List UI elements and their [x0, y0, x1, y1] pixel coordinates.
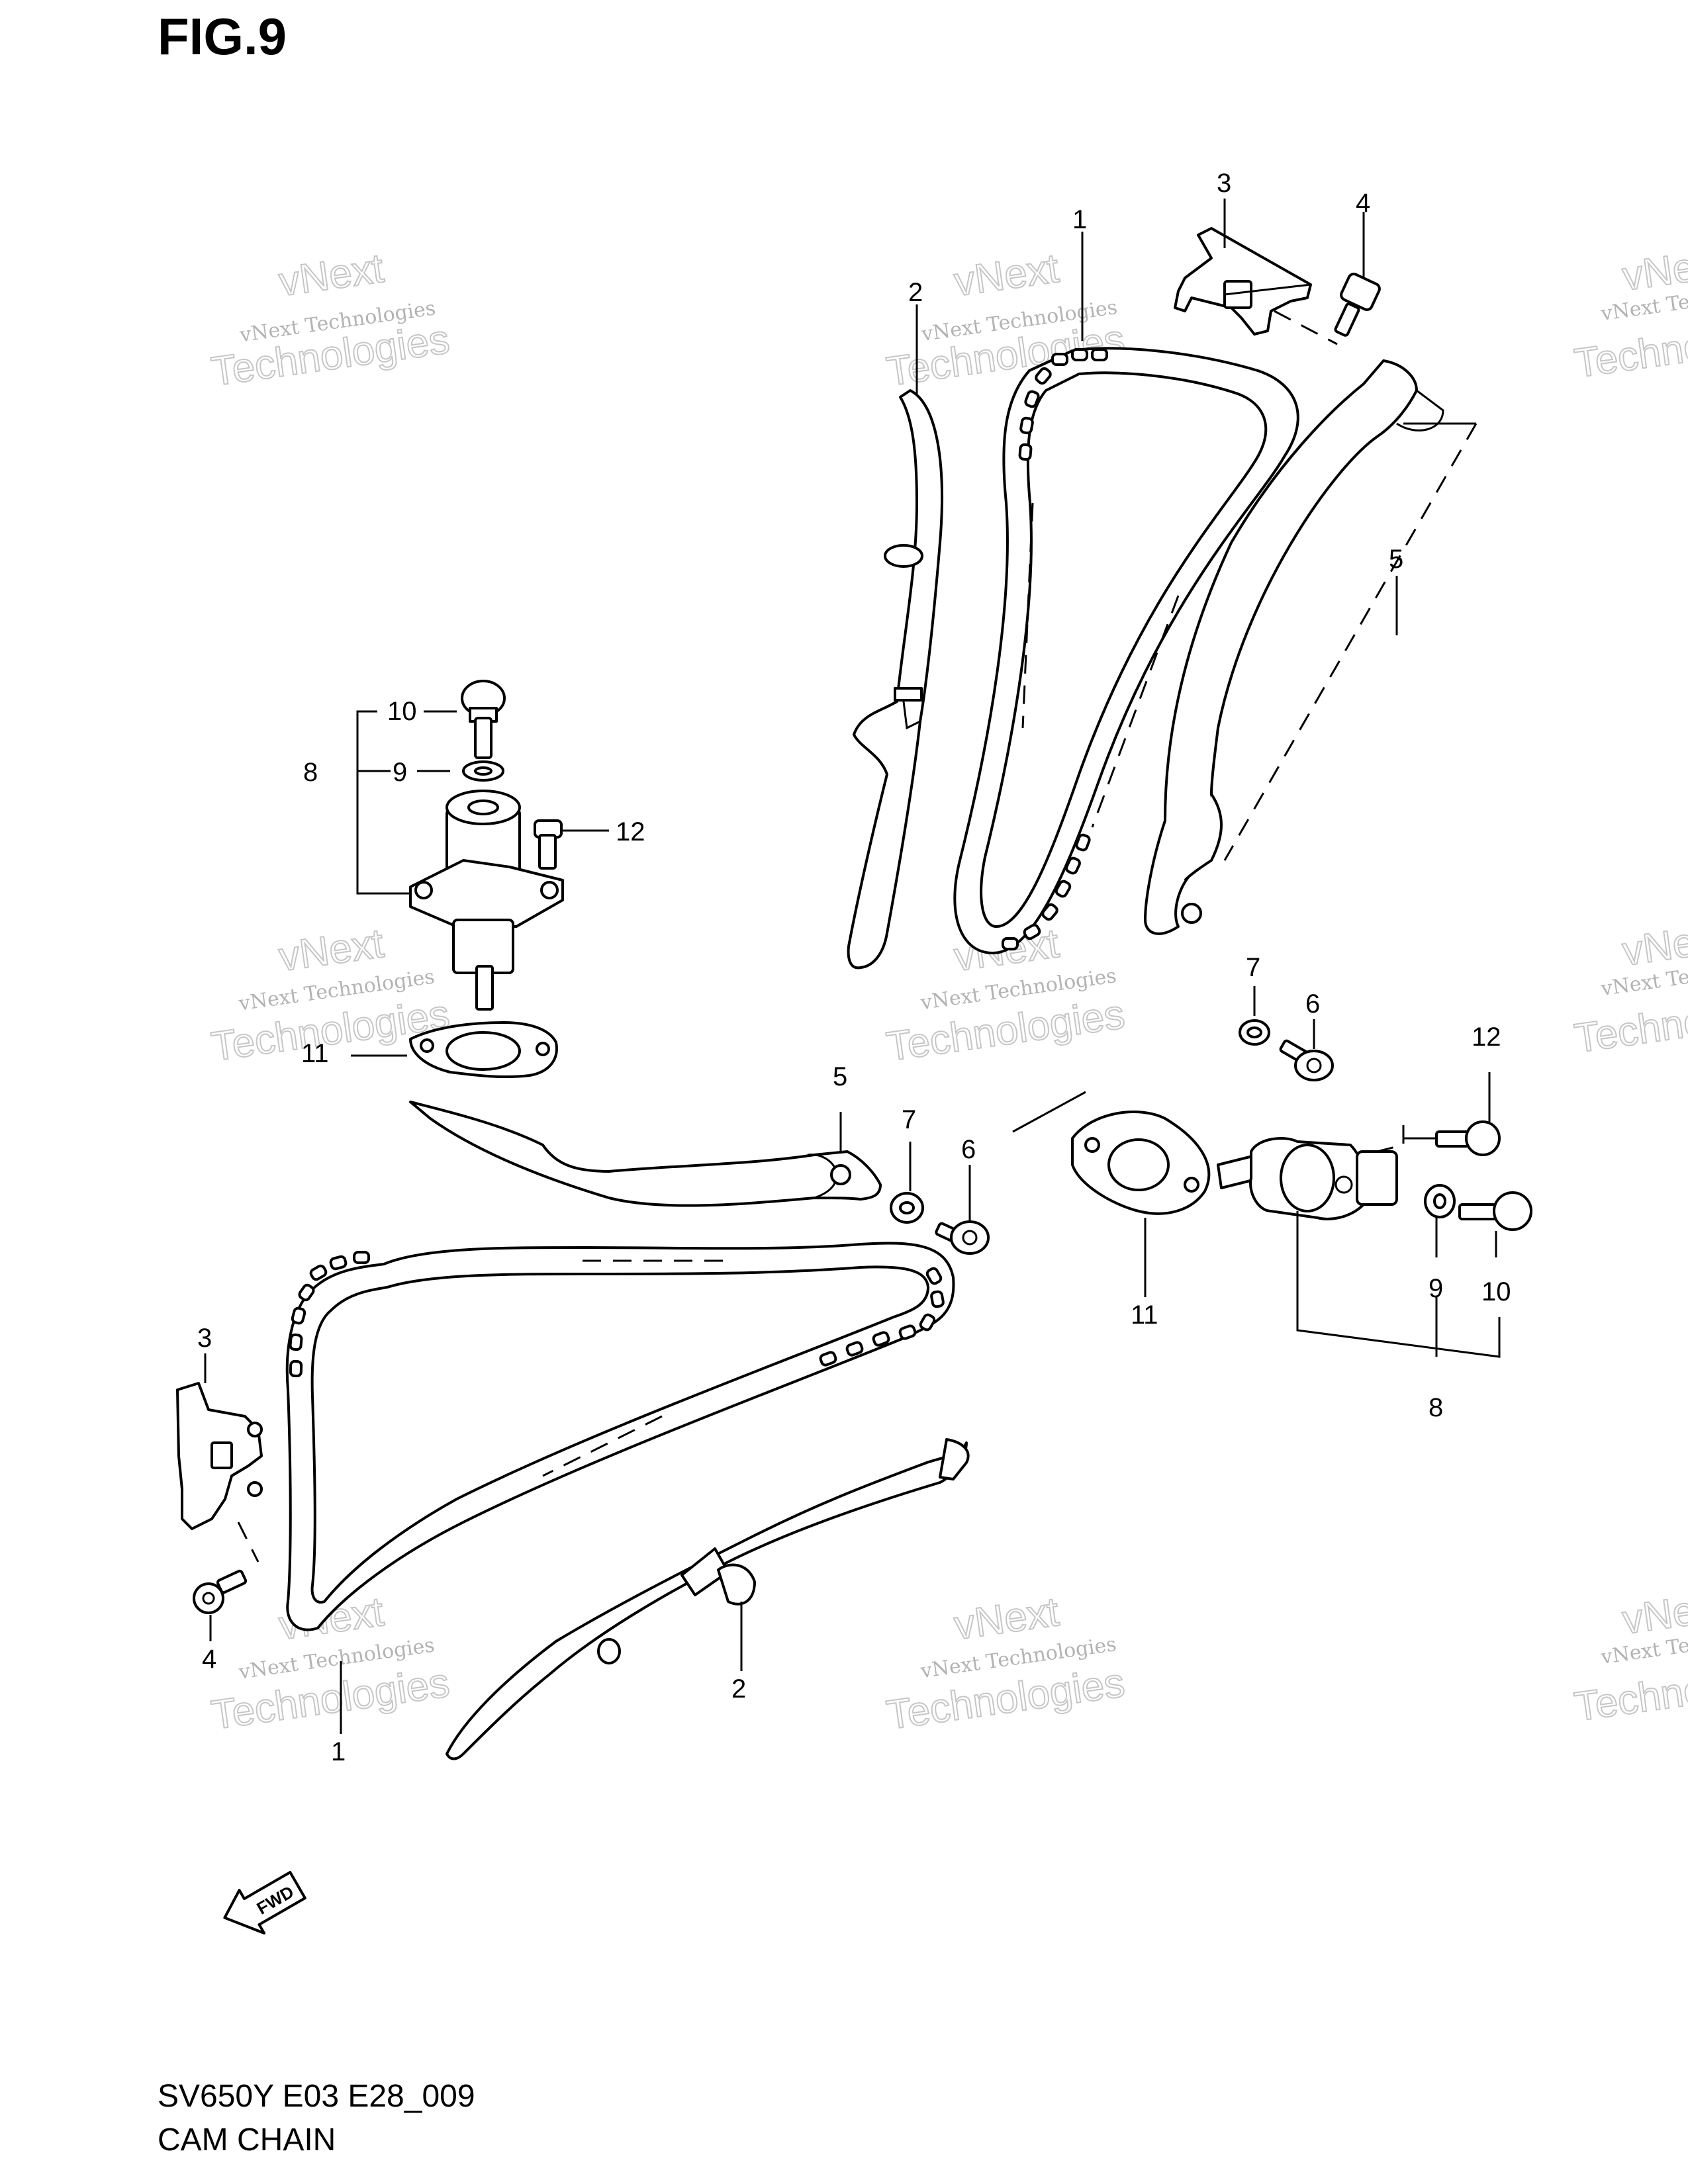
svg-text:vNext: vNext: [276, 246, 387, 305]
bolt-6-mid: [935, 1165, 990, 1255]
cam-chain-upper: [953, 347, 1299, 954]
svg-text:vNext: vNext: [1620, 915, 1688, 974]
washer-9-right: [1424, 1184, 1456, 1257]
callout-12-left: 12: [616, 817, 645, 846]
callout-10-left: 10: [387, 697, 417, 726]
chain-links-top: [1002, 348, 1108, 950]
watermark-bottom-center: vNext Technologies vNext Technologies: [883, 1588, 1128, 1739]
cam-chain-tensioner-right: [1217, 1125, 1443, 1220]
callout-1-bottom: 1: [331, 1737, 346, 1766]
tensioner-lever-right: [1144, 359, 1477, 935]
callout-5-right: 5: [1389, 545, 1403, 574]
bolt-6-right: [1279, 1039, 1334, 1081]
section-name: CAM CHAIN: [158, 2122, 336, 2158]
gasket-right: [1012, 1091, 1211, 1215]
callout-3-bottom: 3: [197, 1324, 212, 1353]
callout-2-bottom: 2: [731, 1674, 746, 1704]
callout-8-right: 8: [1429, 1393, 1443, 1422]
chain-guide-bracket-lower: [176, 1353, 263, 1563]
callout-4-bottom: 4: [202, 1645, 216, 1674]
tensioner-lever-mid: [409, 1101, 882, 1207]
callout-3-top: 3: [1217, 169, 1231, 198]
leader-8-right-bracket: [1296, 1211, 1501, 1358]
cam-chain-guide-lower: [445, 1438, 970, 1760]
callout-1-top: 1: [1072, 205, 1087, 234]
svg-text:vNext: vNext: [951, 1589, 1062, 1649]
callout-11-right: 11: [1131, 1300, 1158, 1330]
chain-links-bottom: [289, 1251, 945, 1378]
bolt-10-right: [1458, 1191, 1532, 1257]
callout-4-top: 4: [1356, 189, 1370, 218]
model-code: SV650Y E03 E28_009: [158, 2079, 475, 2114]
callout-8-left: 8: [303, 758, 318, 787]
watermark-top-left: vNext Technologies vNext Technologies: [208, 245, 453, 396]
svg-text:vNext: vNext: [1620, 240, 1688, 299]
cam-chain-lower: [285, 1242, 955, 1631]
cam-chain-tensioner-left: [409, 790, 564, 1011]
callout-9-right: 9: [1429, 1274, 1443, 1303]
cam-chain-guide-upper: [847, 389, 943, 970]
gasket-left: [351, 1021, 558, 1079]
leader-bracket-8-left: [356, 710, 457, 895]
bolt-lower: [193, 1569, 248, 1641]
callout-5-mid: 5: [833, 1062, 847, 1091]
bolt-12-left: [534, 819, 609, 870]
bolt-upper: [1274, 273, 1381, 345]
callout-9-left: 9: [393, 758, 407, 787]
washer-9-left: [462, 760, 504, 782]
bolt-12-right: [1435, 1072, 1501, 1156]
bolt-10-left: [461, 680, 506, 759]
chain-guide-bracket-upper: [1174, 227, 1312, 336]
fwd-direction-badge: FWD: [223, 1871, 306, 1934]
watermark-mid-right: vNext Technologies vNext Technologies: [1571, 914, 1688, 1062]
svg-text:vNext: vNext: [276, 921, 387, 980]
washer-7-mid: [890, 1142, 924, 1224]
callout-10-right: 10: [1481, 1277, 1511, 1306]
callout-6-mid: 6: [961, 1135, 976, 1164]
callout-2-top: 2: [908, 278, 923, 307]
washer-right: [1239, 1019, 1270, 1046]
figure-title: FIG.9: [158, 7, 287, 66]
watermark-top-right: vNext Technologies vNext Technologies: [1571, 239, 1688, 387]
svg-text:vNext: vNext: [1620, 1583, 1688, 1643]
watermark-bottom-right: vNext Technologies vNext Technologies: [1571, 1582, 1688, 1731]
callout-7-right: 7: [1246, 953, 1260, 982]
svg-text:vNext: vNext: [951, 246, 1062, 305]
callout-6-right: 6: [1305, 989, 1320, 1019]
callout-7-mid: 7: [902, 1105, 916, 1134]
callout-11-left: 11: [301, 1039, 329, 1068]
callout-12-right: 12: [1472, 1023, 1501, 1052]
